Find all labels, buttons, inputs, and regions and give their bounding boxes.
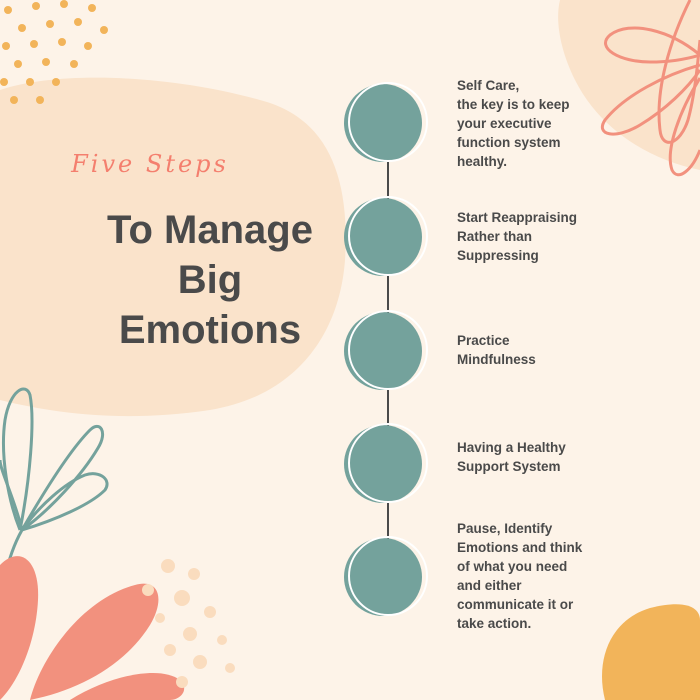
title-line: Big (177, 258, 243, 302)
step-circle (344, 82, 428, 164)
flower-outline-top-right (601, 0, 700, 177)
dots-bottom-left (142, 559, 235, 688)
step-4-text: Having a Healthy Support System (457, 438, 677, 476)
step-text-line: Emotions and think (457, 540, 583, 555)
step-1-text: Self Care, the key is to keep your execu… (457, 76, 677, 171)
step-text-line: Suppressing (457, 248, 539, 263)
title-line: To Manage (107, 208, 313, 252)
step-circle (344, 423, 428, 505)
coral-leaves-bottom-left (0, 556, 185, 700)
step-text-line: take action. (457, 616, 532, 631)
step-text-line: Practice (457, 333, 510, 348)
title-line: Emotions (118, 308, 302, 352)
step-text-line: Start Reappraising (457, 210, 578, 225)
step-text-line: communicate it or (457, 597, 574, 612)
main-title: To Manage Big Emotions (60, 205, 360, 355)
step-circle (344, 196, 428, 278)
step-text-line: Having a Healthy (457, 440, 566, 455)
step-5-text: Pause, Identify Emotions and think of wh… (457, 519, 677, 633)
step-text-line: Support System (457, 459, 561, 474)
step-text-line: Rather than (457, 229, 533, 244)
step-text-line: your executive (457, 116, 552, 131)
step-text-line: healthy. (457, 154, 508, 169)
step-circle (344, 536, 428, 618)
step-text-line: the key is to keep (457, 97, 570, 112)
step-2-text: Start Reappraising Rather than Suppressi… (457, 208, 677, 265)
step-text-line: function system (457, 135, 561, 150)
step-text-line: of what you need (457, 559, 568, 574)
peach-background-blob (0, 77, 346, 417)
step-text-line: and either (457, 578, 522, 593)
dots-top-left (0, 0, 108, 104)
script-subtitle: Five Steps (71, 150, 229, 178)
peach-top-right-blob (558, 0, 700, 170)
step-circle (344, 310, 428, 392)
mustard-blob-bottom-right (602, 604, 700, 700)
step-text-line: Pause, Identify (457, 521, 553, 536)
step-text-line: Mindfulness (457, 352, 536, 367)
step-text-line: Self Care, (457, 78, 520, 93)
step-3-text: Practice Mindfulness (457, 331, 677, 369)
